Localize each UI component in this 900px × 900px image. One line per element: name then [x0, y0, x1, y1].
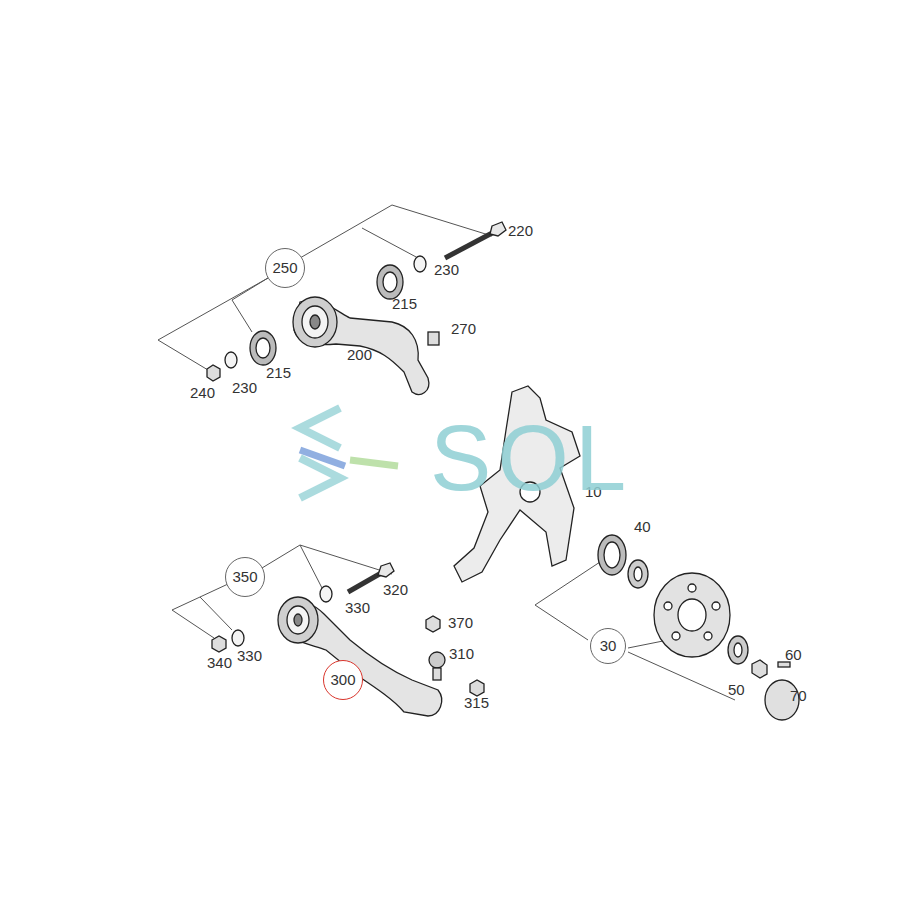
callout-number: 200 — [347, 346, 372, 364]
callout-number: 310 — [449, 645, 474, 663]
callout-number: 270 — [451, 320, 476, 338]
callout-number: 370 — [448, 614, 473, 632]
callout-number: 230 — [232, 379, 257, 397]
callout-circle: 350 — [225, 557, 265, 597]
callout-number: 70 — [790, 687, 807, 705]
callout-number: 215 — [266, 364, 291, 382]
callout-circle: 30 — [590, 628, 626, 664]
callout-number: 30 — [600, 637, 617, 655]
callout-number: 315 — [464, 694, 489, 712]
callout-number: 250 — [272, 259, 297, 277]
callout-circle: 250 — [265, 248, 305, 288]
watermark: SOL — [430, 412, 632, 504]
callout-number: 330 — [237, 647, 262, 665]
callout-number: 330 — [345, 599, 370, 617]
callout-number: 240 — [190, 384, 215, 402]
callout-number: 300 — [330, 671, 355, 689]
callout-number: 215 — [392, 295, 417, 313]
callout-number: 40 — [634, 518, 651, 536]
callout-number: 220 — [508, 222, 533, 240]
callout-number: 350 — [232, 568, 257, 586]
callout-number: 340 — [207, 654, 232, 672]
callout-number: 60 — [785, 646, 802, 664]
callout-number: 320 — [383, 581, 408, 599]
callout-number: 50 — [728, 681, 745, 699]
callout-number: 230 — [434, 261, 459, 279]
callout-circle: 300 — [323, 660, 363, 700]
